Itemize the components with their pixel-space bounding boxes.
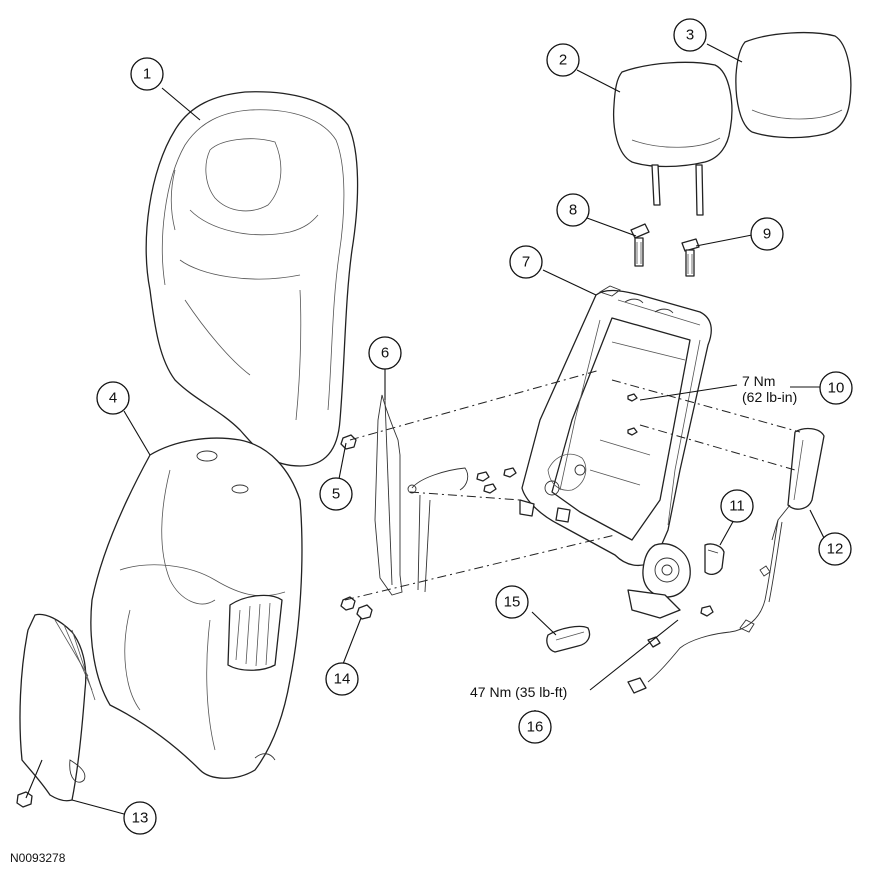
svg-text:11: 11 (729, 498, 745, 515)
svg-text:14: 14 (334, 671, 351, 688)
torque-note-upper-line2: (62 lb-in) (742, 389, 797, 405)
callout-3: 3 (673, 18, 707, 52)
svg-text:1: 1 (143, 66, 151, 83)
switch-module (704, 543, 725, 575)
callout-8: 8 (556, 193, 590, 227)
seat-back-frame (519, 285, 712, 567)
alignment-lines (344, 369, 801, 601)
head-restraint-2 (612, 61, 733, 216)
callout-15: 15 (495, 585, 529, 619)
reference-number: N0093278 (10, 851, 66, 865)
wiring-harness (627, 519, 783, 694)
callout-4: 4 (96, 381, 130, 415)
svg-text:8: 8 (569, 202, 577, 219)
guide-sleeve-9 (681, 238, 700, 277)
svg-text:4: 4 (109, 390, 117, 407)
fastener-14-lower (356, 604, 373, 620)
svg-text:10: 10 (828, 380, 845, 397)
svg-text:7: 7 (522, 254, 530, 271)
callout-11: 11 (720, 489, 754, 523)
svg-text:13: 13 (132, 810, 149, 827)
callout-16: 16 (518, 710, 552, 744)
seat-back-pad (90, 437, 303, 779)
svg-text:5: 5 (332, 486, 340, 503)
callout-5: 5 (319, 477, 353, 511)
svg-text:3: 3 (686, 27, 694, 44)
svg-text:12: 12 (827, 541, 844, 558)
callout-7: 7 (509, 245, 543, 279)
svg-text:16: 16 (527, 719, 544, 736)
leader-lines (71, 43, 826, 815)
recliner-handle (546, 625, 591, 653)
svg-text:6: 6 (381, 345, 389, 362)
guide-sleeve-8 (630, 223, 650, 267)
torque-note-lower-line1: 47 Nm (35 lb-ft) (470, 684, 567, 700)
svg-text:2: 2 (559, 52, 567, 69)
callout-1: 1 (130, 57, 164, 91)
callout-14: 14 (325, 662, 359, 696)
head-restraint-3 (735, 31, 852, 139)
callout-13: 13 (123, 801, 157, 835)
recliner-mechanism (627, 543, 691, 619)
callout-9: 9 (750, 217, 784, 251)
seat-back-panel (16, 613, 96, 808)
small-bolts (476, 393, 714, 617)
torque-note-lower: 47 Nm (35 lb-ft) (470, 684, 567, 700)
callout-10: 10 (819, 371, 853, 405)
torque-note-upper: 7 Nm (62 lb-in) (742, 373, 797, 405)
side-airbag-module (771, 427, 825, 541)
seat-back-cover (145, 91, 359, 467)
fastener-14-upper (340, 596, 356, 611)
side-rod (374, 394, 403, 596)
svg-text:15: 15 (504, 594, 521, 611)
callout-6: 6 (368, 336, 402, 370)
svg-text:9: 9 (763, 226, 771, 243)
fastener-5 (340, 434, 357, 450)
wire-bracket (407, 467, 469, 593)
torque-note-upper-line1: 7 Nm (742, 373, 775, 389)
callout-2: 2 (546, 43, 580, 77)
callout-12: 12 (818, 532, 852, 566)
